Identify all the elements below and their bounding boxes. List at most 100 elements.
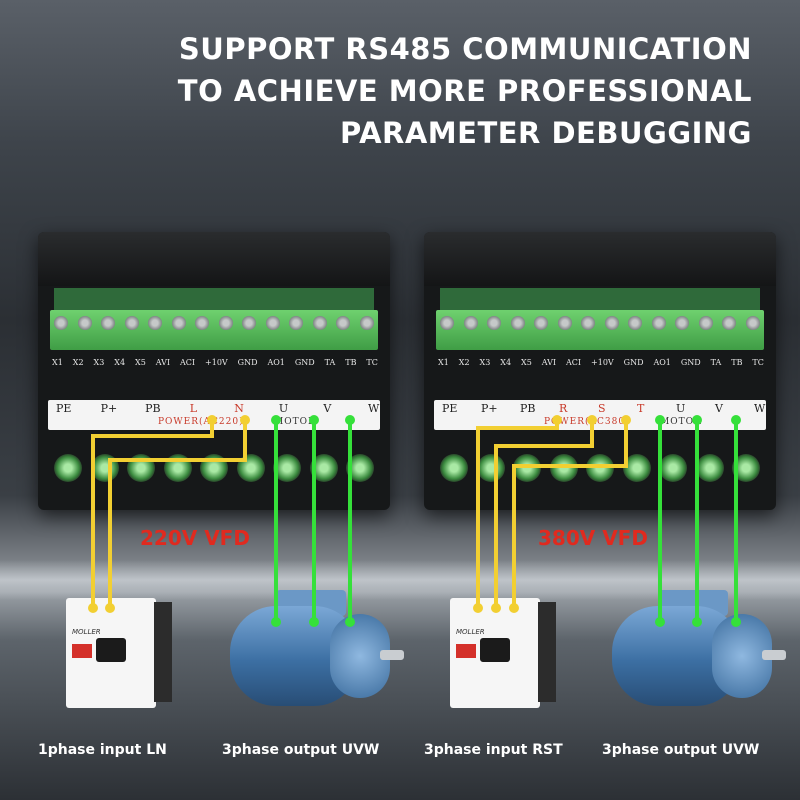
control-terminal-label: AO1 (653, 358, 671, 367)
control-terminal-label: X5 (521, 358, 532, 367)
control-terminal-label: X2 (72, 358, 84, 367)
control-screw-row (440, 316, 760, 330)
caption-3phase-output-left: 3phase output UVW (222, 742, 380, 758)
control-screw-row (54, 316, 374, 330)
vfd-220v-label: 220V VFD (140, 526, 250, 550)
breaker-brand: MOLLER (456, 628, 485, 636)
power-terminal-screw (163, 454, 192, 482)
control-terminal-label: X5 (135, 358, 146, 367)
pcb (54, 288, 374, 310)
terminal-screw (101, 316, 116, 330)
control-terminal-label: X4 (500, 358, 512, 367)
terminal-screw (336, 316, 351, 330)
control-terminal-label: ACI (566, 358, 582, 367)
terminal-screw (124, 316, 139, 330)
pcb (440, 288, 760, 310)
control-terminal-label: GND (623, 358, 644, 367)
power-terminal-screw (309, 454, 338, 482)
terminal-screw (534, 316, 549, 330)
vfd-lid (38, 232, 390, 286)
terminal-screw (312, 316, 327, 330)
control-terminal-label: AVI (155, 358, 171, 367)
power-terminal-label: U (676, 402, 686, 415)
power-terminal-screw (659, 454, 687, 482)
power-terminal-label: V (323, 402, 332, 415)
breaker-brand: MOLLER (72, 628, 101, 636)
caption-3phase-input: 3phase input RST (424, 742, 563, 758)
terminal-screw (171, 316, 186, 330)
power-terminal-label: L (189, 402, 198, 415)
power-terminal-label: V (715, 402, 723, 415)
terminal-screw (359, 316, 374, 330)
motor-shaft (762, 650, 786, 660)
control-terminal-label: TA (710, 358, 722, 367)
terminal-screw (218, 316, 233, 330)
power-terminal-label: T (637, 402, 645, 415)
power-terminal-label: R (559, 402, 568, 415)
power-terminal-screw (476, 454, 505, 482)
control-terminal-label: X4 (114, 358, 126, 367)
circuit-breaker-right: MOLLER (450, 598, 556, 708)
control-terminal-label: +10V (591, 358, 614, 367)
terminal-screw (557, 316, 572, 330)
control-terminal-label: TB (345, 358, 357, 367)
headline-line-3: PARAMETER DEBUGGING (339, 116, 752, 150)
control-terminal-label: X1 (438, 358, 449, 367)
terminal-screw (54, 316, 68, 330)
vfd-380v-label: 380V VFD (538, 526, 648, 550)
terminal-screw (195, 316, 210, 330)
control-terminal-label: X3 (93, 358, 105, 367)
power-terminal-label: PB (520, 402, 536, 415)
power-terminal-label: PE (442, 402, 458, 415)
terminal-screw (148, 316, 163, 330)
control-terminal-label: GND (237, 358, 258, 367)
control-terminal-label: TB (731, 358, 743, 367)
power-screw-row (54, 454, 374, 482)
power-caption: POWER(AC220) (158, 417, 244, 427)
power-terminal-screw (513, 454, 541, 482)
power-terminal-label: P+ (481, 402, 498, 415)
power-terminal-label: P+ (100, 402, 118, 415)
power-terminal-label: W (368, 402, 380, 415)
power-terminal-screw (236, 454, 265, 482)
power-terminal-screw (549, 454, 578, 482)
control-terminal-label: AO1 (267, 358, 285, 367)
terminal-screw (675, 316, 690, 330)
breaker-knob (480, 638, 510, 662)
breaker-knob (96, 638, 126, 662)
motor-caption: MOTOR (660, 417, 702, 427)
control-terminal-label: TC (366, 358, 378, 367)
terminal-screw (604, 316, 619, 330)
headline-line-2: TO ACHIEVE MORE PROFESSIONAL (177, 74, 752, 108)
power-terminal-label: S (598, 402, 606, 415)
terminal-screw (289, 316, 304, 330)
power-terminal-screw (273, 454, 301, 482)
terminal-screw (581, 316, 596, 330)
electric-motor-left (230, 590, 404, 720)
caption-1phase-input: 1phase input LN (38, 742, 167, 758)
power-terminal-label: N (234, 402, 244, 415)
power-terminal-screw (90, 454, 119, 482)
headline: SUPPORT RS485 COMMUNICATION TO ACHIEVE M… (178, 28, 752, 154)
vfd-lid (424, 232, 776, 286)
power-terminal-label: PB (145, 402, 161, 415)
control-terminal-label: X3 (479, 358, 491, 367)
power-terminal-screw (622, 454, 651, 482)
power-terminal-screw (732, 454, 760, 482)
circuit-breaker-left: MOLLER (66, 598, 172, 708)
control-terminal-label: GND (294, 358, 315, 367)
power-terminal-screw (54, 454, 82, 482)
headline-line-1: SUPPORT RS485 COMMUNICATION (178, 32, 752, 66)
terminal-screw (745, 316, 760, 330)
power-caption: POWER(AC380) (544, 417, 630, 427)
terminal-screw (651, 316, 666, 330)
power-screw-row (440, 454, 760, 482)
control-terminal-label: +10V (205, 358, 228, 367)
power-terminal-label: PE (56, 402, 72, 415)
control-terminal-label: GND (680, 358, 701, 367)
